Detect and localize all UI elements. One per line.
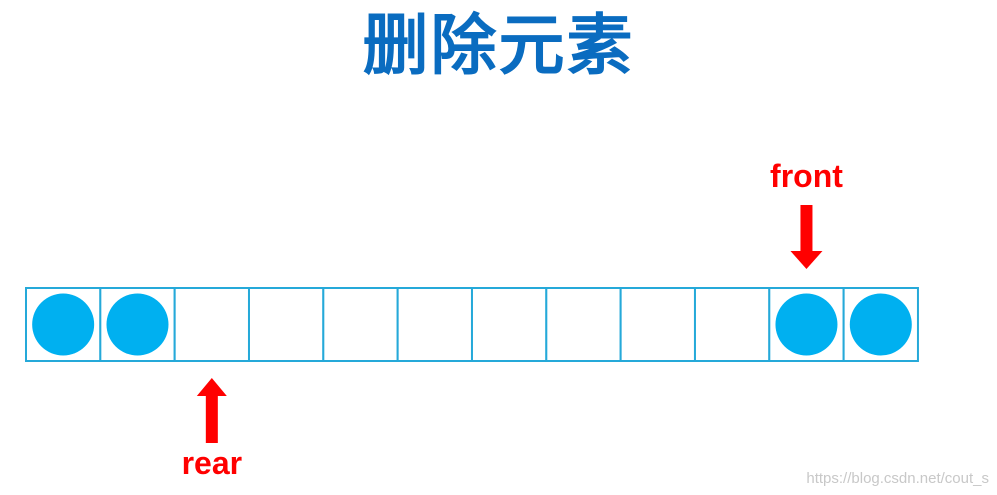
queue-element [106,293,169,356]
front-arrow-shaft [800,205,813,252]
queue-element [849,293,912,356]
rear-arrow-shaft [205,395,218,443]
queue-cell [470,287,548,362]
rear-pointer: rear [182,378,243,481]
queue-cell [173,287,250,362]
queue-cell [396,287,473,362]
queue-element [32,293,95,356]
diagram-title: 删除元素 [362,7,635,84]
queue-cell [322,287,399,362]
front-label: front [770,158,843,194]
queue-cell [693,287,771,362]
front-pointer: front [770,158,843,269]
queue-elements [32,293,912,356]
queue-cell [619,287,696,362]
rear-arrow-head [196,378,227,396]
rear-label: rear [182,445,243,481]
queue-element [775,293,838,356]
queue-cell [545,287,622,362]
queue-cell [247,287,325,362]
front-arrow-head [790,251,823,269]
watermark: https://blog.csdn.net/cout_s [806,470,989,487]
